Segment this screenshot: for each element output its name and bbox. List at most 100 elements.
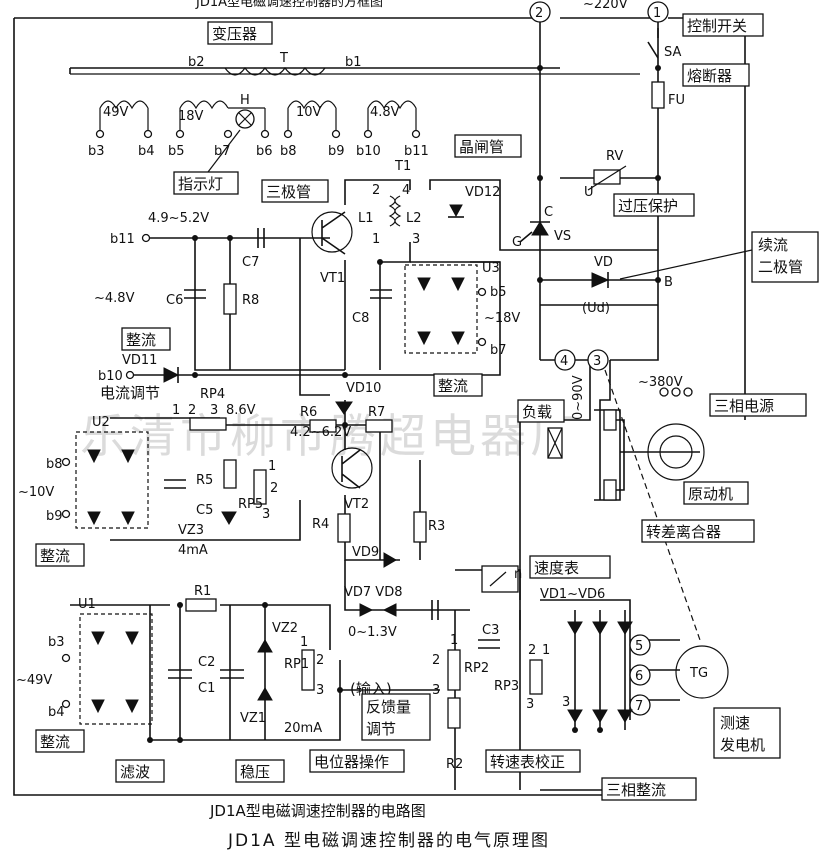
three-phase-rectifier: VD1~VD6 3 三相整流: [540, 587, 697, 801]
triode-callout: 三极管: [266, 183, 311, 201]
thyristor-callout: 晶闸管: [459, 138, 504, 156]
R1-label: R1: [194, 584, 211, 599]
potentiometer-RP5: [253, 469, 267, 505]
VT1-label: VT1: [320, 271, 345, 286]
feedback-callout-box: [361, 693, 431, 741]
svg-text:1: 1: [372, 232, 380, 247]
triode-callout-box: [261, 179, 329, 203]
svg-text:3: 3: [210, 403, 218, 418]
volt-10-label: ~10V: [18, 485, 54, 500]
R4-label: R4: [312, 517, 329, 532]
pot-op-callout: 电位器操作: [314, 753, 389, 771]
filter-callout: 滤波: [120, 763, 150, 781]
feedback-group: (输入) RP2 2 1 3 R2 C3 RP3 2 1 3 反馈量 调节 转速…: [350, 623, 581, 773]
freewheel-callout-1: 续流: [758, 236, 788, 254]
potentiometer-RP2: [447, 649, 461, 691]
svg-text:2: 2: [528, 643, 536, 658]
b8-left-label: b8: [46, 457, 63, 472]
overvoltage-callout: 过压保护: [618, 197, 678, 215]
b4-top-label: b4: [138, 144, 155, 159]
freewheel-group: VD B (Ud) 续流 二极管: [582, 231, 819, 316]
pulse-transformer-T1: T1 2 4 1 3 L1 L2: [358, 159, 422, 247]
svg-text:1: 1: [542, 643, 550, 658]
U3-label: U3: [482, 261, 500, 276]
top-title: JD1A型电磁调速控制器的方框图: [195, 0, 383, 10]
svg-text:1: 1: [450, 633, 458, 648]
three-phase-callout: 三相电源: [714, 397, 774, 415]
current-adj-callout: 电流调节: [100, 384, 160, 402]
ud-label: (Ud): [582, 301, 610, 316]
transformer: T b2 b1 变压器: [188, 21, 362, 76]
T1-label: T1: [394, 159, 411, 174]
C6-label: C6: [166, 293, 183, 308]
tachometer-callout-box: [529, 555, 611, 579]
b9-left-label: b9: [46, 509, 63, 524]
TG-label: TG: [689, 666, 708, 681]
reference-group: R5 RP5 C5 VZ3 4mA 1 2 3: [164, 459, 278, 558]
indicator-callout: 指示灯: [178, 175, 223, 193]
varistor-RV-label: RV: [606, 149, 623, 164]
tachometer-group: n 速度表: [481, 555, 611, 593]
speed-meter: [481, 565, 519, 593]
volt-090-label: 0~90V: [571, 375, 586, 420]
motor-callout: 原动机: [688, 485, 733, 503]
VZ3-label: VZ3: [178, 523, 204, 538]
node-2-label: 2: [535, 6, 543, 21]
thyristor-VS-label: VS: [554, 229, 571, 244]
RP2-label: RP2: [464, 661, 489, 676]
meter-n-label: n: [514, 567, 522, 582]
b11-top-label: b11: [404, 144, 429, 159]
transformer-callout-box: [207, 21, 273, 45]
b9-top-label: b9: [328, 144, 345, 159]
indicator-callout-box: [173, 171, 239, 195]
clutch-callout: 转差离合器: [646, 523, 721, 541]
R5-label: R5: [196, 473, 213, 488]
node-4-label: 4: [560, 354, 568, 369]
rectify4-callout-box: [35, 729, 85, 753]
overvoltage-callout-box: [613, 193, 695, 217]
switch-callout-box: [682, 13, 764, 37]
potentiometer-RP4: [189, 417, 227, 431]
three-rect-callout: 三相整流: [606, 781, 666, 799]
motor-callout-box: [683, 481, 749, 505]
prime-motor-symbol: [647, 423, 705, 481]
feedback-callout-1: 反馈量: [366, 698, 411, 716]
volt-4262-label: 4.2~6.2V: [290, 425, 351, 440]
vt2-group: VD10 R6 R7 4.2~6.2V VT2 R4 R3 VD9 VD7 VD…: [290, 381, 445, 640]
tacho-gen-callout-box: [713, 707, 781, 759]
winding-18v-label: 18V: [178, 109, 204, 124]
node-1-label: 1: [653, 6, 661, 21]
freewheel-VD-label: VD: [594, 255, 613, 270]
svg-text:3: 3: [262, 507, 270, 522]
load-callout-box: [517, 399, 565, 423]
clutch-callout-box: [641, 519, 755, 543]
switch-fuse-group: SA 控制开关 FU 熔断器 RV U 过压保护: [584, 13, 764, 217]
node-6-label: 6: [635, 669, 643, 684]
supply-220v-label: ~220V: [583, 0, 628, 12]
fuse-callout: 熔断器: [687, 67, 732, 85]
motor-clutch: ~380V 三相电源 0~90V 负载 原动机 转差离合器: [517, 375, 807, 543]
R2-label: R2: [446, 757, 463, 772]
svg-text:3: 3: [526, 697, 534, 712]
C7-label: C7: [242, 255, 259, 270]
bridge-U3: U3 b5 ~18V b7 整流: [404, 261, 520, 397]
resistor-R4: [337, 513, 351, 543]
svg-text:3: 3: [412, 232, 420, 247]
R7-label: R7: [368, 405, 385, 420]
U2-label: U2: [92, 415, 110, 430]
node-7-label: 7: [635, 699, 643, 714]
tacho-generator: TG 测速 发电机: [675, 645, 781, 759]
volt-49-label: ~49V: [16, 673, 52, 688]
volt-013-label: 0~1.3V: [348, 625, 397, 640]
L2-label: L2: [406, 211, 422, 226]
thyristor-G-label: G: [512, 235, 522, 250]
transformer-T-label: T: [279, 51, 288, 66]
b5-top-label: b5: [168, 144, 185, 159]
RP1-label: RP1: [284, 657, 309, 672]
ma20-label: 20mA: [284, 721, 322, 736]
R8-label: R8: [242, 293, 259, 308]
b5-right-label: b5: [490, 285, 507, 300]
potentiometer-RP1: [301, 649, 315, 691]
tacho-generator-symbol: [675, 645, 729, 699]
vd11-group: 整流 VD11 b10: [98, 327, 180, 384]
